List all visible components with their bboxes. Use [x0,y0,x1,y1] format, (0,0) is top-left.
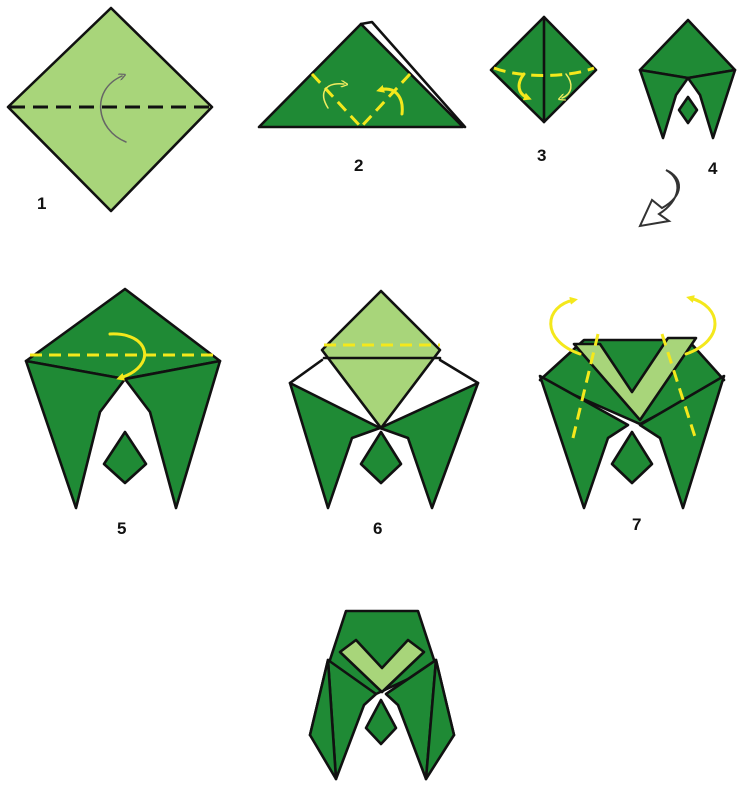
next-step-arrow-icon [640,170,679,226]
square-paper [8,8,212,211]
step-4-figure [640,20,735,138]
left-wing [26,361,125,508]
step-number-5: 5 [117,519,126,538]
step-6-figure [290,291,478,508]
finished-cicada-figure [310,611,454,779]
step-number-2: 2 [354,156,363,175]
right-wing [125,361,220,508]
tail [104,432,146,483]
tail [366,700,396,744]
top-flap [640,20,735,78]
step-3-figure [491,17,596,122]
step-number-1: 1 [37,194,46,213]
step-number-4: 4 [708,159,718,178]
step-5-figure [26,289,220,508]
step-number-6: 6 [373,519,382,538]
left-wing [640,70,688,138]
tail [679,97,697,123]
right-wing [688,70,735,138]
step-number-3: 3 [537,146,546,165]
tail [612,432,652,483]
tail [361,432,401,483]
step-1-figure [8,8,212,211]
step-number-7: 7 [632,515,641,534]
step-7-figure [540,298,724,508]
triangle-paper [259,24,463,127]
step-2-figure [259,22,465,127]
